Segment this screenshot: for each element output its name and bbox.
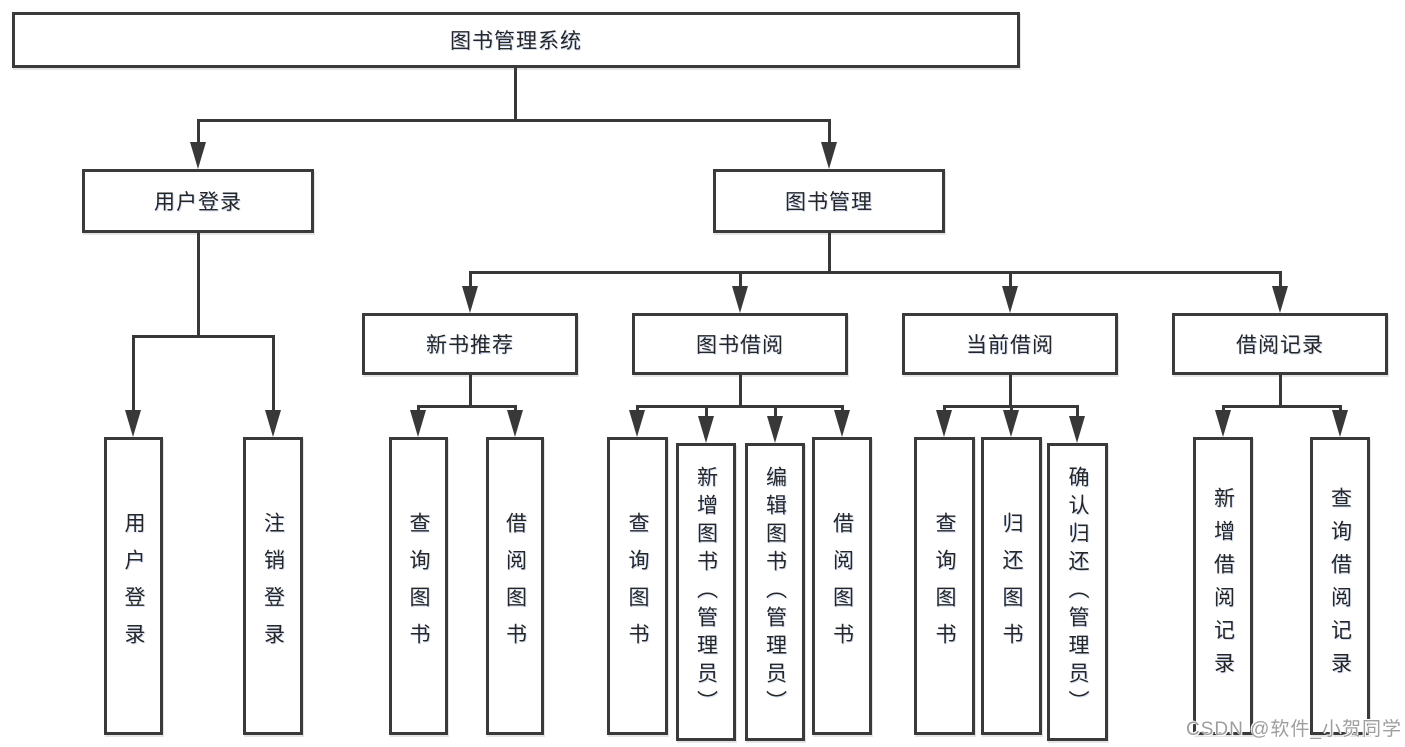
connector-line bbox=[417, 405, 516, 408]
connector-line bbox=[197, 119, 200, 148]
arrow-down-icon bbox=[1069, 416, 1085, 443]
leaf-query-borrow-record: 查询借阅记录 bbox=[1310, 437, 1370, 735]
connector-line bbox=[469, 375, 472, 407]
connector-line bbox=[774, 405, 777, 419]
arrow-down-icon bbox=[462, 286, 478, 313]
node-user-login: 用户登录 bbox=[82, 169, 314, 233]
connector-line bbox=[1279, 271, 1282, 291]
arrow-down-icon bbox=[834, 410, 850, 437]
connector-line bbox=[132, 335, 135, 415]
arrow-down-icon bbox=[507, 410, 523, 437]
arrow-down-icon bbox=[821, 142, 837, 169]
connector-line bbox=[705, 405, 708, 419]
arrow-down-icon bbox=[410, 410, 426, 437]
leaf-logout: 注销登录 bbox=[243, 437, 303, 735]
connector-line bbox=[514, 68, 517, 121]
node-borrowing-records: 借阅记录 bbox=[1172, 313, 1388, 375]
node-library-management-system: 图书管理系统 bbox=[12, 12, 1020, 68]
connector-line bbox=[1222, 405, 1341, 408]
node-new-book-recommendation: 新书推荐 bbox=[362, 313, 578, 375]
connector-line bbox=[636, 405, 844, 408]
arrow-down-icon bbox=[190, 142, 206, 169]
arrow-down-icon bbox=[1003, 410, 1019, 437]
arrow-down-icon bbox=[767, 416, 783, 443]
connector-line bbox=[132, 335, 275, 338]
leaf-return-books: 归还图书 bbox=[981, 437, 1042, 735]
leaf-user-login: 用户登录 bbox=[104, 437, 163, 735]
connector-line bbox=[739, 271, 742, 291]
connector-line bbox=[469, 271, 472, 291]
leaf-add-books-admin: 新增图书（管理员） bbox=[676, 443, 736, 741]
connector-line bbox=[739, 375, 742, 407]
watermark: CSDN @软件_小贺同学 bbox=[1186, 719, 1402, 740]
connector-line bbox=[828, 119, 831, 148]
connector-line bbox=[272, 335, 275, 415]
arrow-down-icon bbox=[698, 416, 714, 443]
leaf-borrow-books: 借阅图书 bbox=[812, 437, 872, 735]
connector-line bbox=[828, 233, 831, 273]
leaf-edit-books-admin: 编辑图书（管理员） bbox=[745, 443, 805, 741]
connector-line bbox=[1279, 375, 1282, 407]
leaf-query-books-borrowing: 查询图书 bbox=[607, 437, 668, 735]
leaf-confirm-return-admin: 确认归还（管理员） bbox=[1047, 443, 1108, 741]
node-book-borrowing: 图书借阅 bbox=[632, 313, 848, 375]
node-current-borrowing: 当前借阅 bbox=[902, 313, 1118, 375]
connector-line bbox=[197, 119, 830, 122]
arrow-down-icon bbox=[1002, 286, 1018, 313]
connector-line bbox=[1076, 405, 1079, 419]
arrow-down-icon bbox=[1215, 410, 1231, 437]
leaf-borrow-books-recommend: 借阅图书 bbox=[486, 437, 544, 735]
arrow-down-icon bbox=[1332, 410, 1348, 437]
arrow-down-icon bbox=[265, 410, 281, 437]
connector-line bbox=[1009, 375, 1012, 407]
connector-line bbox=[197, 233, 200, 337]
leaf-add-borrow-record: 新增借阅记录 bbox=[1193, 437, 1253, 735]
node-book-management: 图书管理 bbox=[713, 169, 945, 233]
leaf-query-books-recommend: 查询图书 bbox=[389, 437, 448, 735]
arrow-down-icon bbox=[125, 410, 141, 437]
connector-line bbox=[1009, 271, 1012, 291]
arrow-down-icon bbox=[936, 410, 952, 437]
arrow-down-icon bbox=[629, 410, 645, 437]
leaf-query-books-current: 查询图书 bbox=[914, 437, 975, 735]
connector-line bbox=[469, 271, 1281, 274]
arrow-down-icon bbox=[732, 286, 748, 313]
arrow-down-icon bbox=[1272, 286, 1288, 313]
